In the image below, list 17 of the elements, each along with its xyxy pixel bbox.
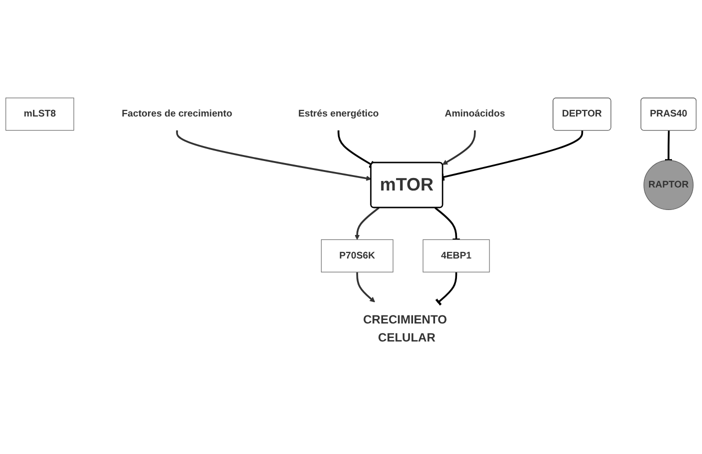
- node-circle: RAPTOR: [644, 160, 694, 210]
- arrow: [354, 207, 380, 240]
- node-box: mLST8: [6, 98, 74, 131]
- connector: [338, 130, 374, 168]
- arrow: [356, 272, 376, 302]
- arrow: [442, 130, 476, 165]
- connector: [435, 272, 458, 306]
- node-text: CRECIMIENTO CELULAR: [363, 313, 447, 345]
- connector: [434, 207, 460, 241]
- connector: [440, 130, 584, 181]
- node-text: Aminoácidos: [444, 108, 506, 119]
- node-box: P70S6K: [320, 239, 394, 272]
- node-box: 4EBP1: [422, 239, 490, 272]
- node-text: Factores de crecimiento: [122, 108, 232, 119]
- connector: [664, 130, 672, 162]
- arrow: [176, 130, 372, 181]
- node-text: Estrés energético: [298, 108, 379, 119]
